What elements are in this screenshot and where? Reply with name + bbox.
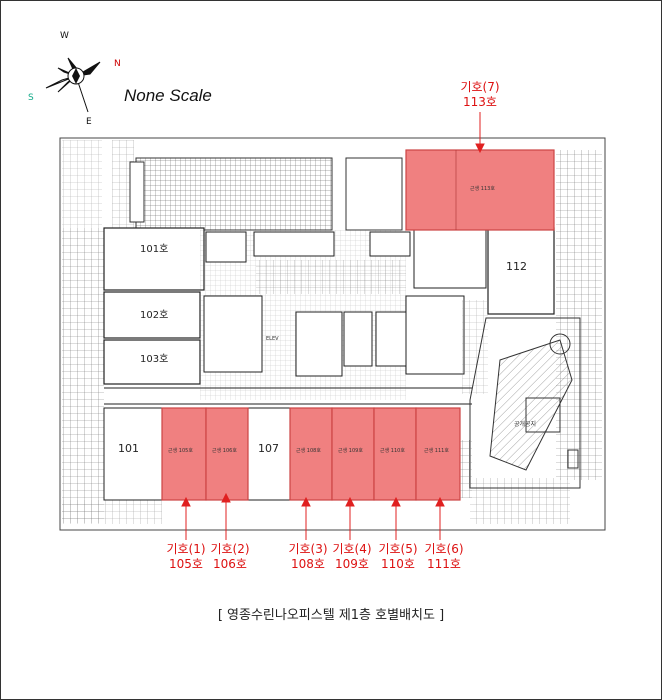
callout-105: 기호(1) 105호	[160, 542, 212, 572]
elev-label: ELEV	[266, 336, 279, 342]
unit-106: 근생 106호	[212, 447, 237, 454]
highlight-105-106	[161, 407, 249, 501]
callout-unit: 105호	[169, 557, 203, 571]
callout-symbol: 기호(5)	[378, 542, 418, 556]
compass-n: N	[114, 59, 121, 69]
compass-rose: N W S E	[28, 31, 121, 127]
compass-s: S	[28, 93, 34, 103]
callout-113-symbol: 기호(7)	[460, 80, 500, 94]
callout-symbol: 기호(3)	[288, 542, 328, 556]
room-107: 107	[258, 442, 279, 455]
compass-w: W	[60, 31, 69, 41]
room-101: 101	[118, 442, 139, 455]
callout-113: 기호(7) 113호	[452, 80, 508, 110]
room-102: 102호	[140, 309, 168, 321]
callout-unit: 109호	[335, 557, 369, 571]
unit-110: 근생 110호	[380, 447, 405, 454]
room-113-inner: 근생 113호	[470, 185, 495, 192]
callout-106: 기호(2) 106호	[204, 542, 256, 572]
callout-symbol: 기호(1)	[166, 542, 206, 556]
highlight-108-111	[289, 407, 461, 501]
unit-111: 근생 111호	[424, 447, 449, 454]
compass-e: E	[86, 117, 92, 127]
room-112: 112	[506, 260, 527, 273]
highlight-113	[405, 149, 555, 231]
callout-108: 기호(3) 108호	[282, 542, 334, 572]
callout-symbol: 기호(4)	[332, 542, 372, 556]
scale-label: None Scale	[124, 86, 212, 105]
callout-unit: 111호	[427, 557, 461, 571]
arrows	[181, 112, 485, 540]
callout-unit: 106호	[213, 557, 247, 571]
room-103: 103호	[140, 353, 168, 365]
room-101-top: 101호	[140, 243, 168, 255]
unit-105: 근생 105호	[168, 447, 193, 454]
callout-symbol: 기호(6)	[424, 542, 464, 556]
unit-108: 근생 108호	[296, 447, 321, 454]
callout-unit: 108호	[291, 557, 325, 571]
callout-113-unit: 113호	[463, 95, 497, 109]
deck-label: 공개공지	[514, 420, 536, 428]
callout-109: 기호(4) 109호	[326, 542, 378, 572]
drawing-caption: [ 영종수린나오피스텔 제1층 호별배치도 ]	[217, 608, 445, 623]
callout-symbol: 기호(2)	[210, 542, 250, 556]
callout-unit: 110호	[381, 557, 415, 571]
unit-109: 근생 109호	[338, 447, 363, 454]
callout-111: 기호(6) 111호	[418, 542, 470, 572]
callout-110: 기호(5) 110호	[372, 542, 424, 572]
